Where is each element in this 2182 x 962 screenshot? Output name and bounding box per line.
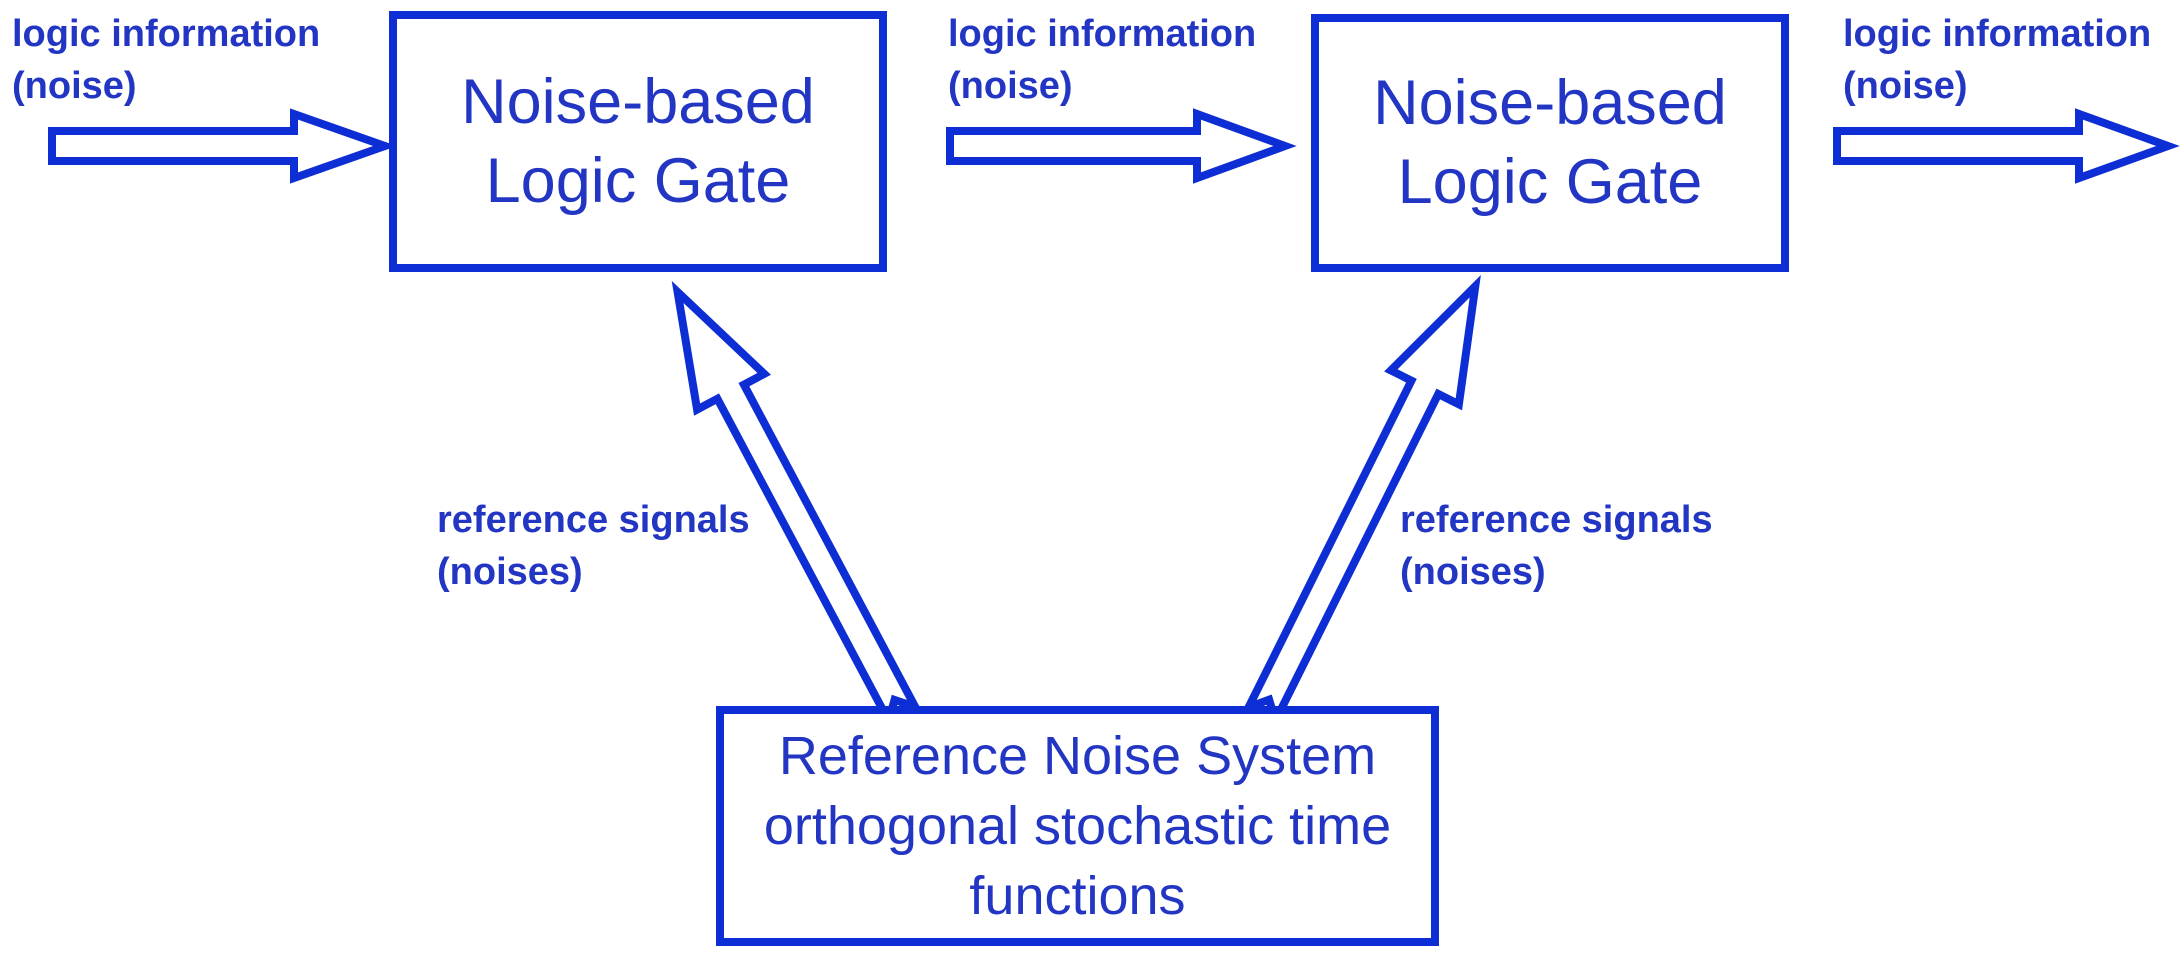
input-block-arrow-right-icon xyxy=(48,108,398,184)
noise-based-logic-gate-2-box: Noise-based Logic Gate xyxy=(1311,14,1789,272)
output-edge-label: logic information (noise) xyxy=(1843,13,2152,108)
reference-system-label: Reference Noise System orthogonal stocha… xyxy=(763,725,1392,927)
gate2-label: Noise-based Logic Gate xyxy=(1373,68,1727,217)
gate1-to-gate2-block-arrow-right-icon xyxy=(946,108,1297,184)
input-edge-label: logic information (noise) xyxy=(12,13,321,108)
middle-edge-label: logic information (noise) xyxy=(948,13,1257,108)
reference-to-gate1-block-arrow-up-icon xyxy=(671,280,924,732)
gate1-label: Noise-based Logic Gate xyxy=(461,66,815,216)
output-block-arrow-right-icon xyxy=(1833,108,2180,184)
reference-left-edge-label: reference signals (noises) xyxy=(437,499,750,594)
noise-based-logic-gate-1-box: Noise-based Logic Gate xyxy=(389,11,887,272)
reference-noise-system-box: Reference Noise System orthogonal stocha… xyxy=(716,706,1439,946)
reference-right-edge-label: reference signals (noises) xyxy=(1400,499,1713,594)
